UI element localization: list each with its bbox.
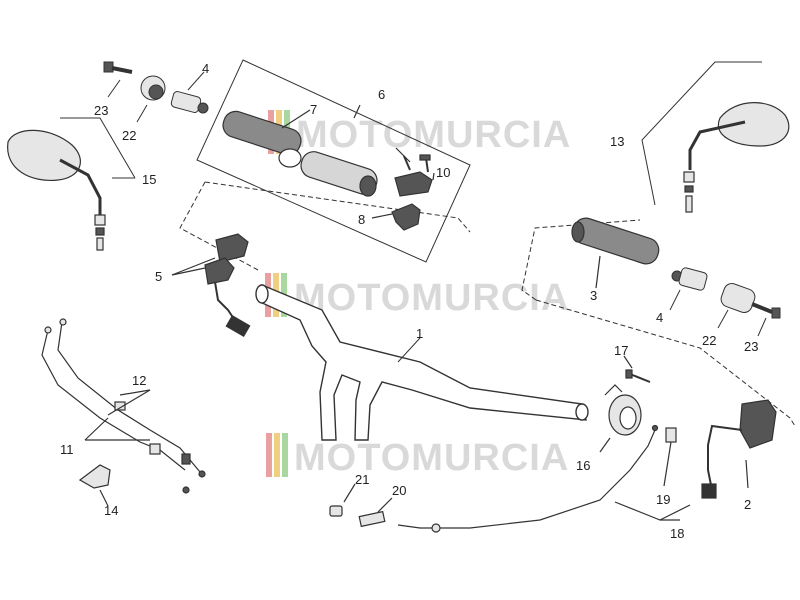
callout-labels: 1 2 3 4 4 5 6 7 8 10 11 12 13 14 15 16 1… xyxy=(60,61,758,541)
callout-7: 7 xyxy=(310,102,317,117)
callout-23-right: 23 xyxy=(744,339,758,354)
part-bar-end-4-right xyxy=(669,267,708,311)
callout-12: 12 xyxy=(132,373,146,388)
part-bolt-23-left xyxy=(103,61,133,98)
part-bracket-14 xyxy=(78,464,111,507)
callout-3: 3 xyxy=(590,288,597,303)
part-screws-9 xyxy=(395,147,431,173)
part-fitting-19 xyxy=(663,427,677,487)
group-frame-6 xyxy=(196,59,471,263)
part-mirror-right xyxy=(641,61,790,213)
callout-10: 10 xyxy=(436,165,450,180)
part-spring-20 xyxy=(358,497,393,528)
callout-8: 8 xyxy=(358,212,365,227)
callout-6: 6 xyxy=(378,87,385,102)
callout-5: 5 xyxy=(155,269,162,284)
part-handlebar-1 xyxy=(255,283,589,441)
callout-19: 19 xyxy=(656,492,670,507)
part-screw-17 xyxy=(623,355,651,383)
callout-17: 17 xyxy=(614,343,628,358)
svg-text:MOTOMURCIA: MOTOMURCIA xyxy=(294,277,569,319)
svg-text:MOTOMURCIA: MOTOMURCIA xyxy=(296,114,571,156)
part-throttle-housing-16 xyxy=(599,384,642,453)
part-weight-22-left xyxy=(136,75,166,123)
callout-13: 13 xyxy=(610,134,624,149)
callout-20: 20 xyxy=(392,483,406,498)
part-cables-11-12 xyxy=(41,318,206,494)
callout-23-left: 23 xyxy=(94,103,108,118)
part-cap-21 xyxy=(329,483,356,517)
watermark-bottom: MOTOMURCIA xyxy=(266,433,569,479)
part-weight-22-right xyxy=(717,283,756,329)
part-switch-left-5 xyxy=(171,233,251,338)
part-switch-right-2 xyxy=(701,399,777,499)
callout-22-left: 22 xyxy=(122,128,136,143)
group-frame-dashed-left xyxy=(179,181,471,271)
part-bolt-23-right xyxy=(751,302,781,337)
callout-4-right: 4 xyxy=(656,310,663,325)
callout-22-right: 22 xyxy=(702,333,716,348)
part-cover-8 xyxy=(371,203,421,231)
part-throttle-grip xyxy=(222,104,378,197)
callout-21: 21 xyxy=(355,472,369,487)
part-cable-18 xyxy=(397,424,691,533)
callout-15: 15 xyxy=(142,172,156,187)
callout-18: 18 xyxy=(670,526,684,541)
callout-1: 1 xyxy=(416,326,423,341)
callout-11: 11 xyxy=(60,442,74,457)
group-frame-dashed-right xyxy=(521,219,796,427)
part-bar-end-4-left xyxy=(170,71,209,114)
svg-text:MOTOMURCIA: MOTOMURCIA xyxy=(294,437,569,479)
callout-2: 2 xyxy=(744,497,751,512)
callout-16: 16 xyxy=(576,458,590,473)
callout-4-left: 4 xyxy=(202,61,209,76)
part-mirror-left xyxy=(7,117,136,251)
part-grip-3-right xyxy=(571,217,660,289)
part-housing-10 xyxy=(394,171,435,197)
callout-14: 14 xyxy=(104,503,118,518)
